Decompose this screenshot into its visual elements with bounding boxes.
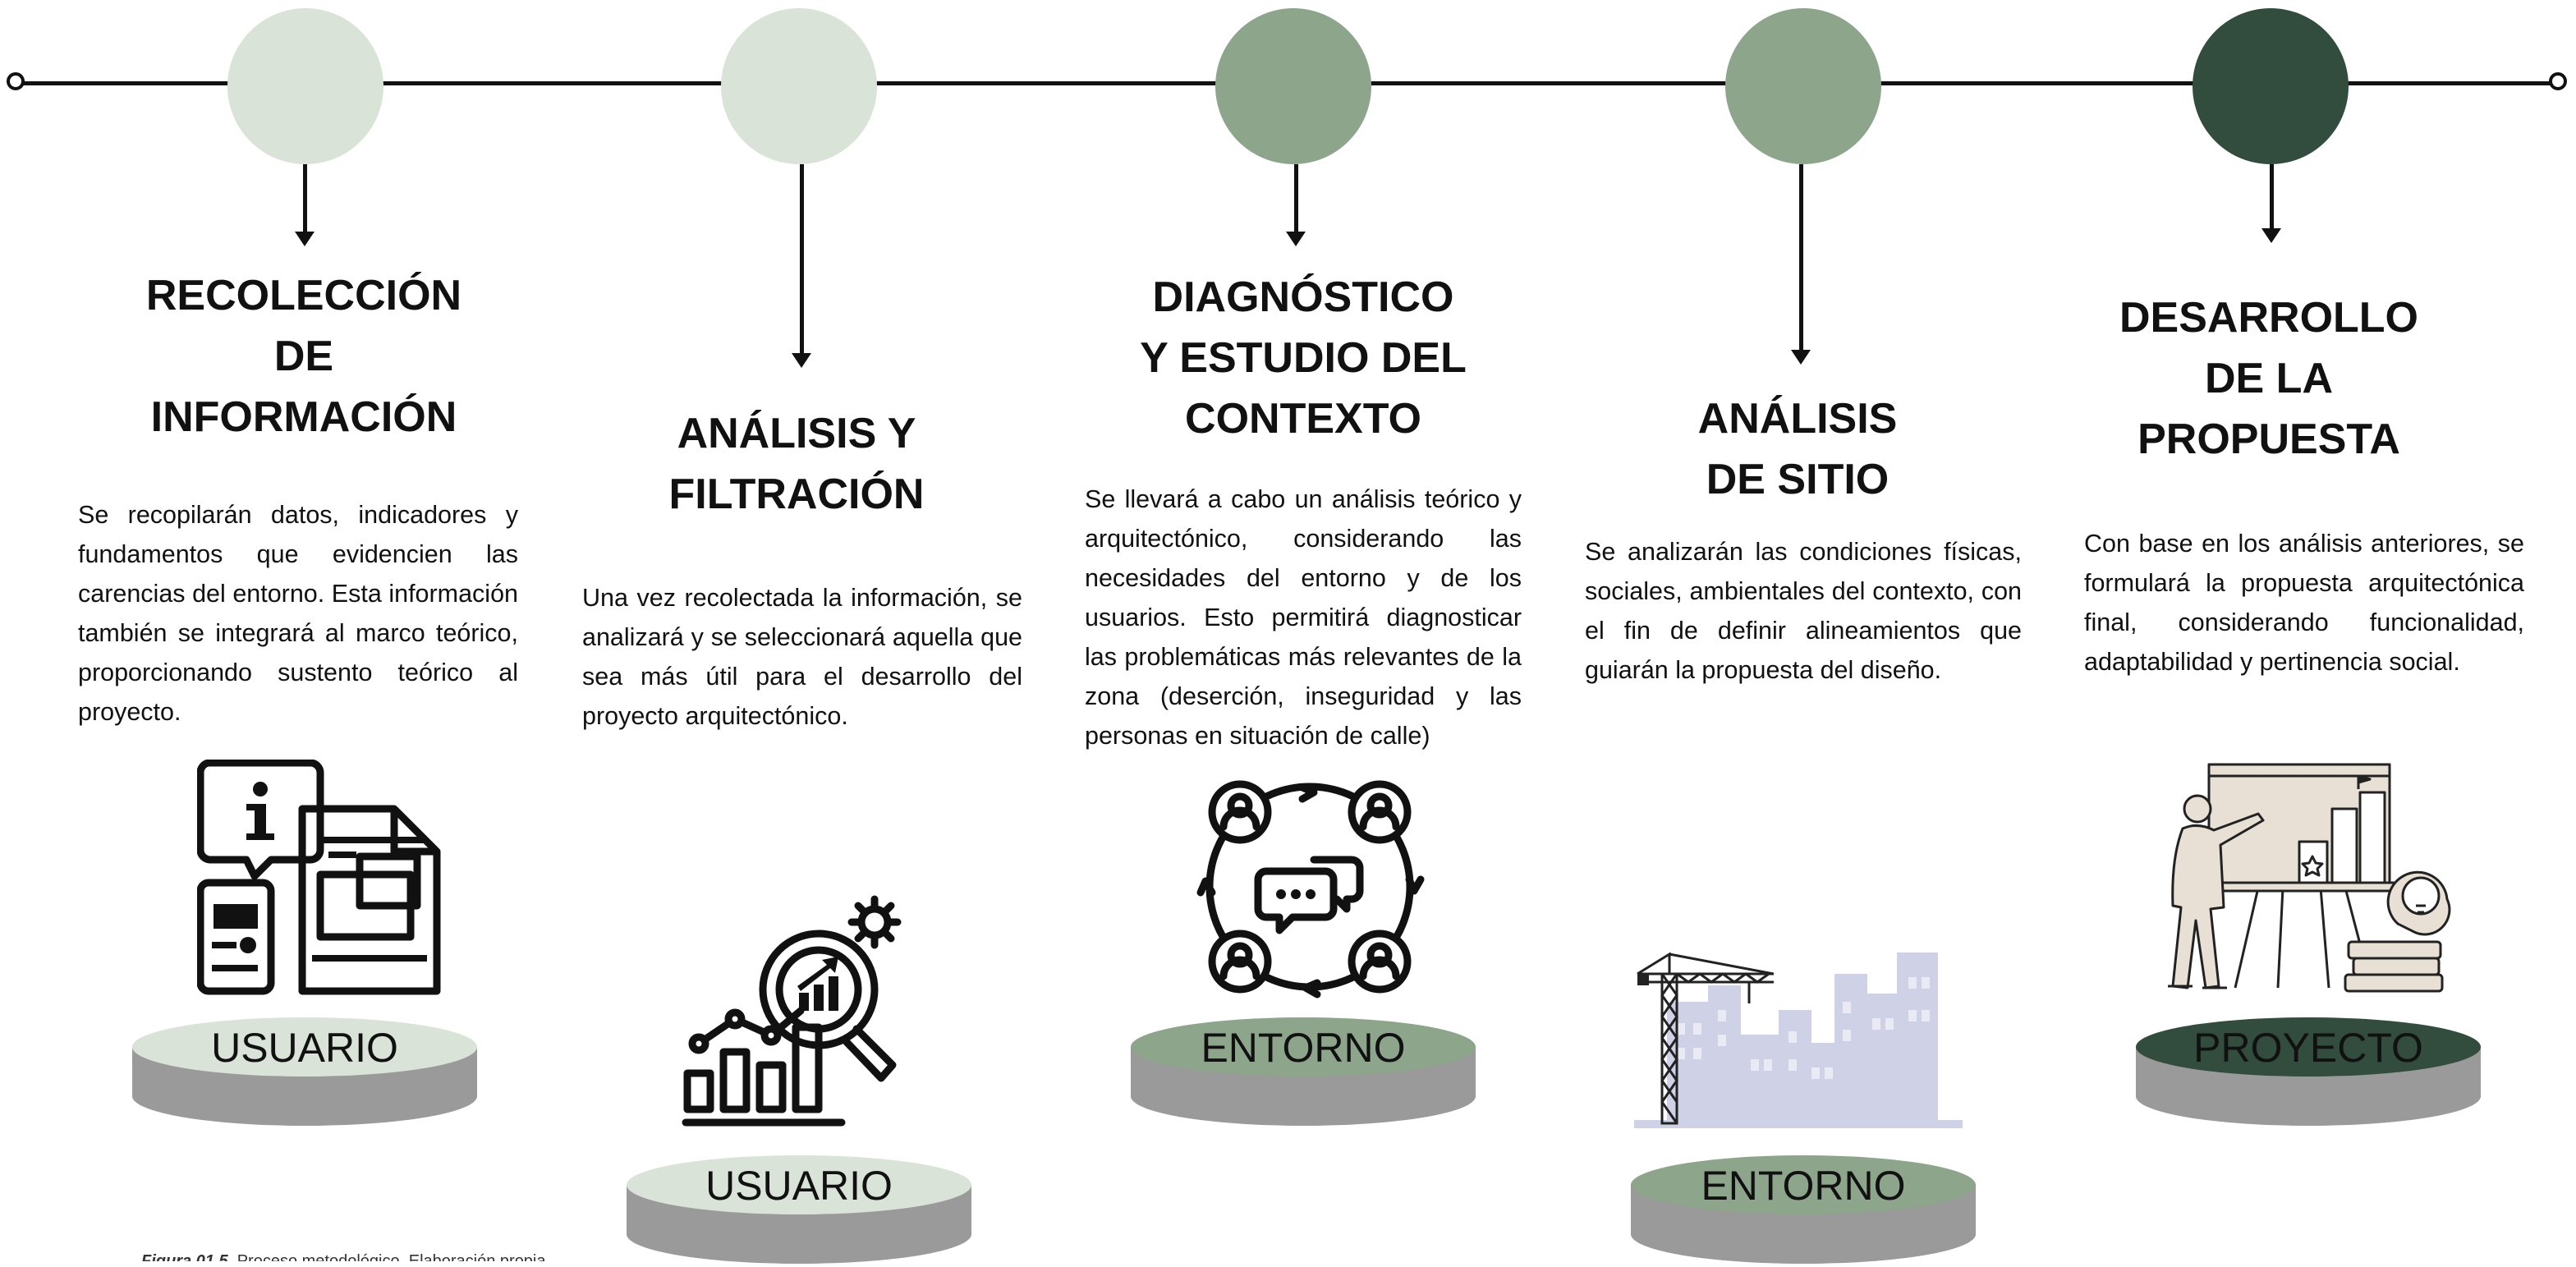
presenter-chart-icon xyxy=(2168,763,2451,993)
figure-caption: Figura 01.5. Proceso metodológico. Elabo… xyxy=(141,1246,546,1261)
step-3-arrow-head xyxy=(1286,232,1306,246)
step-2-description: Una vez recolectada la información, se a… xyxy=(582,584,1022,730)
step-1-arrow xyxy=(303,164,307,233)
pedestal-shape xyxy=(2136,1017,2481,1126)
pedestal-shape xyxy=(1631,1155,1976,1264)
pedestal-entorno-2: ENTORNO xyxy=(1631,1152,1976,1267)
step-2-circle xyxy=(721,8,877,164)
step-4-arrow xyxy=(1799,164,1803,351)
step-3-circle xyxy=(1215,8,1371,164)
pedestal-shape xyxy=(627,1155,971,1264)
step-3-description: Se llevará a cabo un análisis teórico y … xyxy=(1085,485,1522,750)
step-1-title: RECOLECCIÓN DE INFORMACIÓN xyxy=(145,272,462,441)
step-3-title: DIAGNÓSTICO Y ESTUDIO DEL CONTEXTO xyxy=(1140,273,1467,443)
step-3-arrow xyxy=(1294,164,1298,233)
step-2-title: ANÁLISIS Y FILTRACIÓN xyxy=(668,410,925,518)
step-2-arrow xyxy=(800,164,804,355)
step-4-arrow-head xyxy=(1791,350,1811,365)
pedestal-label: USUARIO xyxy=(211,1025,398,1071)
info-documents-icon xyxy=(197,760,441,995)
pedestal-shape xyxy=(132,1017,477,1126)
step-5-arrow-head xyxy=(2261,228,2281,243)
pedestal-entorno-1: ENTORNO xyxy=(1131,1014,1476,1129)
pedestal-shape xyxy=(1131,1017,1476,1126)
step-5-title: DESARROLLO DE LA PROPUESTA xyxy=(2119,294,2418,463)
step-4-description: Se analizarán las condiciones físicas, s… xyxy=(1585,538,2022,684)
step-5-arrow xyxy=(2270,164,2274,230)
timeline-start-dot xyxy=(7,72,25,90)
pedestal-label: PROYECTO xyxy=(2193,1025,2423,1071)
pedestal-usuario-1: USUARIO xyxy=(132,1014,477,1129)
step-4-circle xyxy=(1725,8,1881,164)
pedestal-usuario-2: USUARIO xyxy=(627,1152,971,1267)
timeline-end-dot xyxy=(2549,72,2567,90)
pedestal-label: ENTORNO xyxy=(1201,1025,1406,1071)
step-2-arrow-head xyxy=(792,353,811,368)
step-4-title: ANÁLISIS DE SITIO xyxy=(1697,395,1898,503)
pedestal-label: USUARIO xyxy=(705,1163,893,1209)
step-1-description: Se recopilarán datos, indicadores y fund… xyxy=(78,501,518,726)
analytics-magnifier-icon xyxy=(682,895,902,1127)
community-cycle-icon xyxy=(1196,780,1425,998)
step-5-circle xyxy=(2193,8,2349,164)
figure-caption-label: Figura 01.5. xyxy=(141,1252,233,1261)
city-crane-icon xyxy=(1634,952,1963,1128)
step-5-description: Con base en los análisis anteriores, se … xyxy=(2084,530,2524,676)
figure-caption-text: Proceso metodológico. Elaboración propia xyxy=(236,1252,546,1261)
step-1-arrow-head xyxy=(295,232,315,246)
pedestal-proyecto: PROYECTO xyxy=(2136,1014,2481,1129)
pedestal-label: ENTORNO xyxy=(1701,1163,1906,1209)
step-1-circle xyxy=(227,8,383,164)
